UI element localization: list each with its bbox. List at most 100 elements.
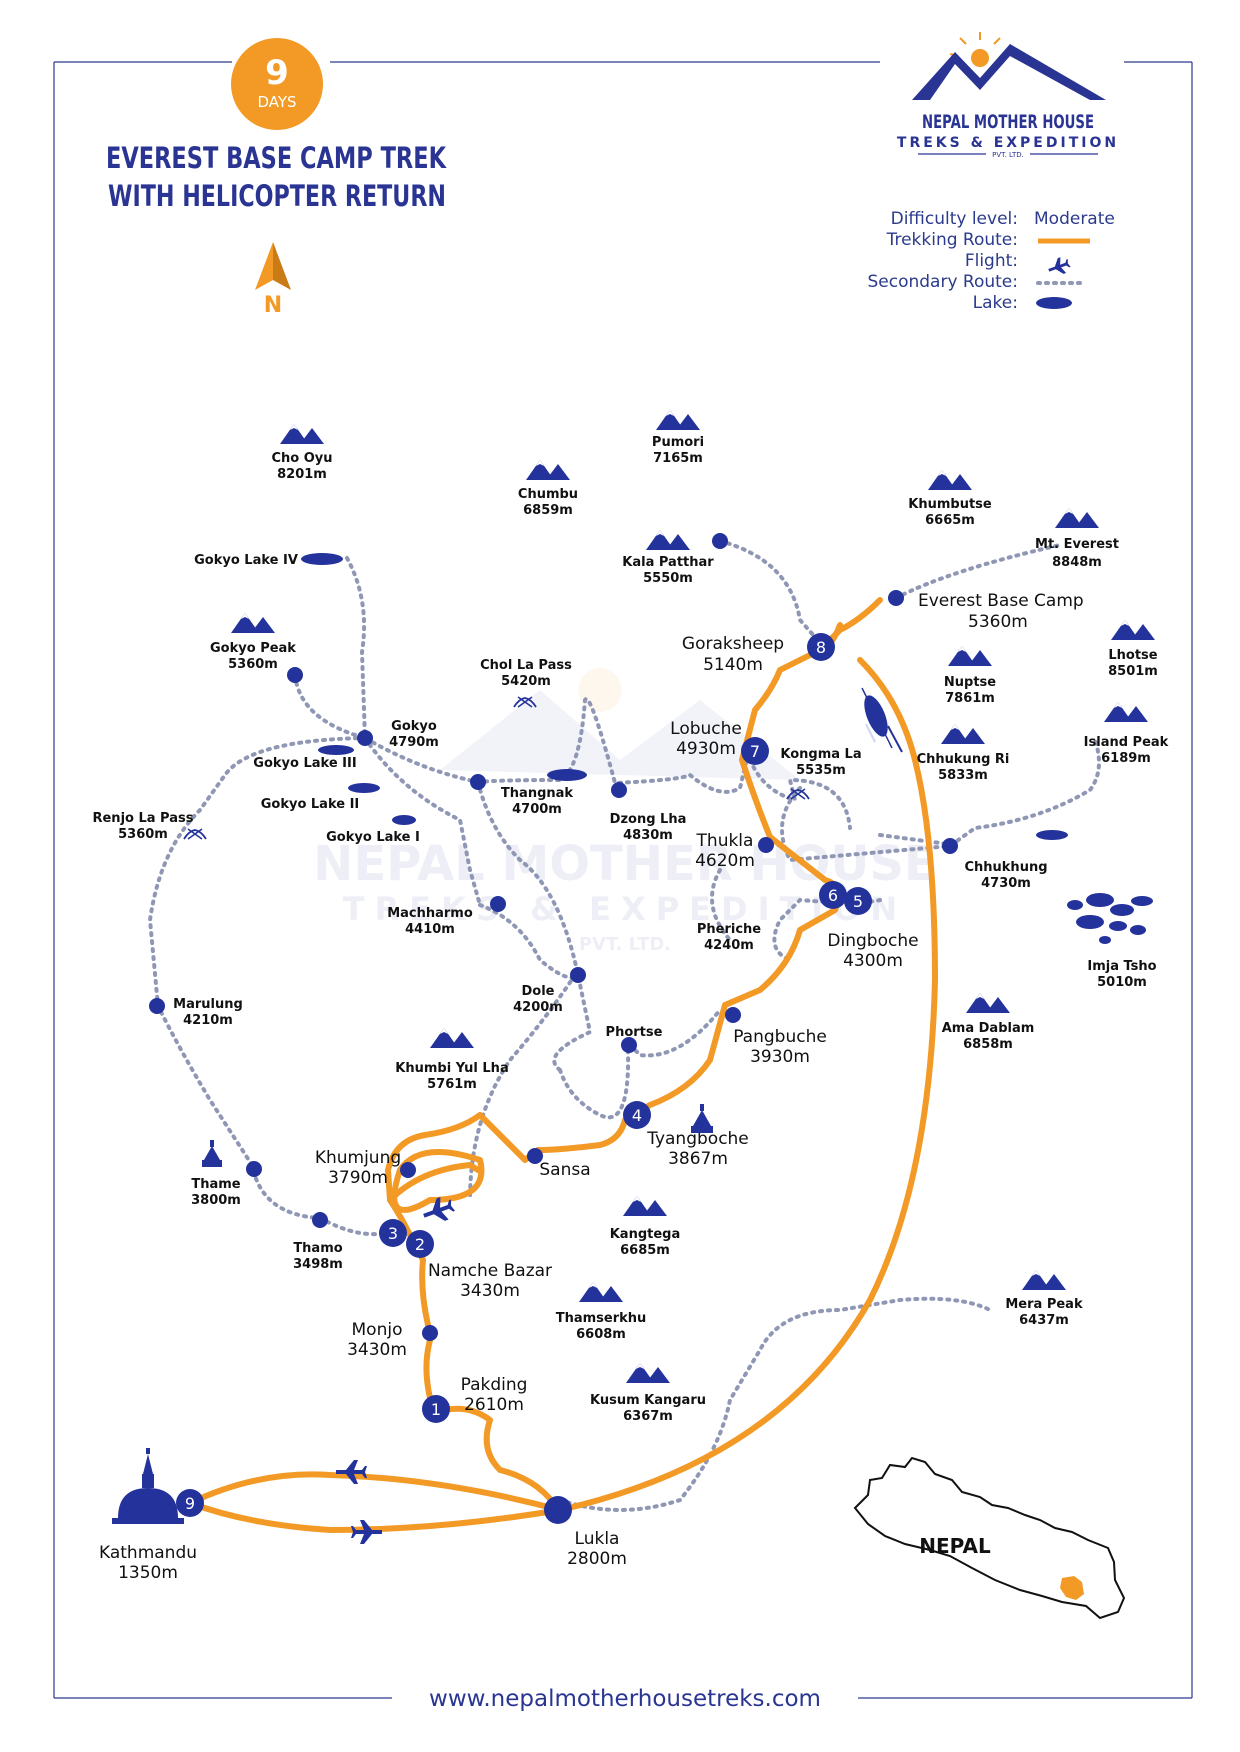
stop-2: 2 <box>406 1230 434 1258</box>
svg-text:6608m: 6608m <box>576 1327 626 1342</box>
svg-text:Ama Dablam: Ama Dablam <box>942 1021 1035 1036</box>
lake-shape <box>547 769 587 781</box>
imja-tsho-lakes <box>1067 893 1153 944</box>
svg-text:6858m: 6858m <box>963 1037 1013 1052</box>
svg-text:8848m: 8848m <box>1052 555 1102 570</box>
svg-text:Thukla: Thukla <box>696 831 754 851</box>
stop-5: 5 <box>844 887 872 915</box>
svg-text:Pumori: Pumori <box>652 435 704 450</box>
numbered-stops: 1 2 3 4 5 6 7 8 9 <box>176 633 872 1517</box>
frame <box>53 61 1193 1699</box>
svg-text:Mt. Everest: Mt. Everest <box>1035 537 1119 552</box>
days-label: DAYS <box>257 93 296 111</box>
svg-text:Pangbuche: Pangbuche <box>733 1027 827 1047</box>
title-line-1: EVEREST BASE CAMP TREK <box>106 141 447 175</box>
svg-text:7165m: 7165m <box>653 451 703 466</box>
legend-secondary-label: Secondary Route: <box>867 272 1018 292</box>
svg-text:Thame: Thame <box>191 1177 240 1192</box>
svg-text:4210m: 4210m <box>183 1013 233 1028</box>
svg-text:6665m: 6665m <box>925 513 975 528</box>
svg-text:9: 9 <box>185 1494 195 1513</box>
svg-text:1: 1 <box>431 1400 441 1419</box>
svg-text:Kusum Kangaru: Kusum Kangaru <box>590 1393 706 1408</box>
lake-labels: Gokyo Lake IV Gokyo Lake III Gokyo Lake … <box>194 553 420 845</box>
svg-text:Chhukhung: Chhukhung <box>964 860 1047 875</box>
watermark-suffix: PVT. LTD. <box>579 934 671 955</box>
svg-text:3790m: 3790m <box>328 1168 388 1188</box>
inset-label: NEPAL <box>919 1534 991 1558</box>
svg-text:Machharmo: Machharmo <box>387 906 473 921</box>
waypoint-dots <box>149 533 958 1524</box>
svg-text:Namche Bazar: Namche Bazar <box>428 1261 552 1281</box>
svg-text:3430m: 3430m <box>347 1340 407 1360</box>
pass-renjo-la-name: Renjo La Pass <box>92 811 193 826</box>
svg-text:5360m: 5360m <box>228 657 278 672</box>
svg-text:6859m: 6859m <box>523 503 573 518</box>
svg-text:6: 6 <box>828 886 838 905</box>
brand-tagline: TREKS & EXPEDITION <box>897 135 1119 151</box>
legend-lake-label: Lake: <box>973 293 1018 313</box>
lake-gokyo-iii: Gokyo Lake III <box>253 756 356 771</box>
svg-text:8501m: 8501m <box>1108 664 1158 679</box>
legend-trekking-label: Trekking Route: <box>886 230 1018 250</box>
svg-text:3800m: 3800m <box>191 1193 241 1208</box>
svg-text:Chhukung Ri: Chhukung Ri <box>917 752 1010 767</box>
mountain-everest: Mt. Everest 8848m <box>1035 508 1119 570</box>
svg-text:2800m: 2800m <box>567 1549 627 1569</box>
svg-text:5360m: 5360m <box>968 612 1028 632</box>
svg-text:Mera Peak: Mera Peak <box>1005 1297 1083 1312</box>
svg-text:4830m: 4830m <box>623 828 673 843</box>
stop-1: 1 <box>422 1395 450 1423</box>
svg-text:4300m: 4300m <box>843 951 903 971</box>
stop-6: 6 <box>819 881 847 909</box>
svg-text:3430m: 3430m <box>460 1281 520 1301</box>
svg-text:6367m: 6367m <box>623 1409 673 1424</box>
brand-logo: NEPAL MOTHER HOUSE TREKS & EXPEDITION PV… <box>897 32 1119 159</box>
monastery-icon <box>202 1140 222 1167</box>
pass-chol-la-name: Chol La Pass <box>480 658 572 673</box>
lake-shape <box>348 783 380 793</box>
lake-gokyo-ii: Gokyo Lake II <box>261 797 360 812</box>
pass-kongma-la-elev: 5535m <box>796 763 846 778</box>
svg-text:3498m: 3498m <box>293 1257 343 1272</box>
svg-text:Pakding: Pakding <box>461 1375 528 1395</box>
lake-shape <box>1036 830 1068 840</box>
svg-text:4730m: 4730m <box>981 876 1031 891</box>
svg-text:Tyangboche: Tyangboche <box>646 1129 749 1149</box>
stop-9: 9 <box>176 1489 204 1517</box>
lake-gokyo-iv: Gokyo Lake IV <box>194 553 298 568</box>
svg-text:4410m: 4410m <box>405 922 455 937</box>
legend-plane-icon <box>1045 255 1073 279</box>
svg-text:Kala Patthar: Kala Patthar <box>622 555 714 570</box>
flight-out-icon <box>336 1460 367 1484</box>
svg-text:Dzong Lha: Dzong Lha <box>610 812 687 827</box>
helicopter-icon <box>861 687 903 753</box>
svg-text:6437m: 6437m <box>1019 1313 1069 1328</box>
pass-kongma-la-name: Kongma La <box>780 747 861 762</box>
svg-text:5140m: 5140m <box>703 655 763 675</box>
svg-text:Pheriche: Pheriche <box>697 922 761 937</box>
svg-text:Thamserkhu: Thamserkhu <box>556 1311 647 1326</box>
svg-text:Thamo: Thamo <box>293 1241 342 1256</box>
